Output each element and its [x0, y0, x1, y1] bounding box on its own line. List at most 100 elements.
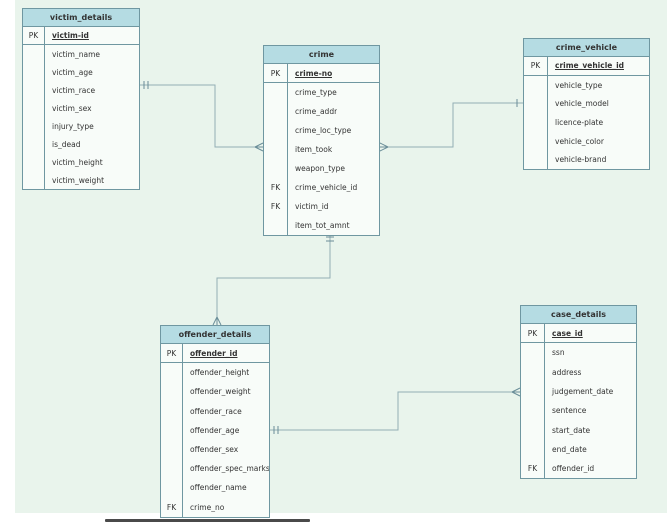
attribute-row: offender_name [161, 478, 269, 498]
attribute-row: offender_sex [161, 439, 269, 460]
attribute-row: offender_spec_marks [161, 459, 269, 479]
attribute-label: victim_height [52, 157, 103, 167]
key-cell [161, 420, 183, 440]
attribute-label: victim_name [52, 49, 100, 59]
horizontal-scrollbar-thumb[interactable] [105, 519, 310, 522]
attribute-row: item_took [264, 140, 379, 159]
key-cell [264, 216, 288, 235]
attribute-row: sentence [521, 401, 636, 421]
entity-title: case_details [521, 306, 636, 324]
attribute-label: crime_vehicle_id [295, 183, 358, 192]
key-cell [524, 150, 548, 170]
attribute-row: vehicle-brand [524, 150, 649, 170]
attribute-row: weapon_type [264, 159, 379, 178]
key-cell: PK [23, 27, 45, 44]
attribute-label: offender_spec_marks [190, 464, 269, 474]
attribute-row: start_date [521, 420, 636, 440]
attribute-label: vehicle_model [555, 99, 609, 109]
attribute-row: victim_height [23, 153, 139, 171]
attribute-row: address [521, 362, 636, 382]
attribute-label: victim-id [52, 31, 89, 40]
entity-title: victim_details [23, 9, 139, 27]
attribute-row: FK victim_id [264, 197, 379, 216]
key-cell [23, 81, 45, 99]
attribute-label: offender_age [190, 425, 240, 435]
attribute-row: offender_race [161, 401, 269, 421]
attribute-label: licence-plate [555, 117, 604, 127]
attribute-row: offender_age [161, 420, 269, 440]
key-cell: FK [521, 459, 545, 479]
attribute-row: crime_type [264, 83, 379, 102]
attribute-label: offender_id [190, 348, 238, 358]
key-cell: PK [161, 344, 183, 363]
key-cell [23, 63, 45, 81]
key-cell [161, 382, 183, 402]
key-cell [161, 478, 183, 498]
key-cell: PK [521, 324, 545, 343]
attribute-label: crime_addr [295, 107, 338, 116]
key-cell [521, 401, 545, 421]
attribute-label: ssn [552, 348, 565, 358]
attribute-label: crime_loc_type [295, 126, 352, 135]
key-cell [23, 171, 45, 189]
key-cell: FK [264, 178, 288, 197]
key-cell [264, 121, 288, 140]
attribute-label: sentence [552, 406, 587, 416]
attribute-label: offender_race [190, 406, 242, 416]
attribute-row: FK crime_no [161, 497, 269, 517]
attribute-label: crime_type [295, 88, 337, 97]
attribute-label: injury_type [52, 121, 94, 131]
key-cell [524, 94, 548, 114]
attribute-row: vehicle_model [524, 94, 649, 114]
attribute-label: offender_weight [190, 387, 251, 397]
key-cell [521, 381, 545, 402]
key-cell [524, 113, 548, 132]
key-cell [524, 75, 548, 95]
key-cell [264, 159, 288, 178]
attribute-label: victim_sex [52, 103, 92, 113]
key-cell [521, 343, 545, 363]
attribute-label: crime-no [295, 68, 333, 78]
key-cell [264, 102, 288, 121]
attribute-label: vehicle_color [555, 136, 604, 146]
key-cell [524, 131, 548, 151]
key-cell: FK [264, 197, 288, 216]
attribute-label: vehicle_type [555, 80, 603, 90]
attribute-row: item_tot_amnt [264, 216, 379, 235]
attribute-label: offender_id [552, 464, 595, 474]
attribute-row: injury_type [23, 117, 139, 135]
attribute-label: vehicle-brand [555, 155, 607, 165]
key-cell [521, 439, 545, 460]
pk-attribute-row: PK victim-id [23, 27, 139, 45]
attribute-label: offender_height [190, 368, 250, 378]
pk-attribute-row: PK offender_id [161, 344, 269, 364]
attribute-row: judgement_date [521, 381, 636, 402]
attribute-label: start_date [552, 425, 591, 435]
key-cell [264, 83, 288, 102]
attribute-label: victim_race [52, 85, 96, 95]
attribute-row: victim_race [23, 81, 139, 99]
key-cell: FK [161, 497, 183, 517]
entity-title: crime_vehicle [524, 39, 649, 57]
attribute-row: victim_weight [23, 171, 139, 189]
attribute-label: victim_age [52, 67, 93, 77]
attribute-row: offender_height [161, 363, 269, 383]
attribute-label: item_tot_amnt [295, 221, 350, 230]
attribute-row: ssn [521, 343, 636, 363]
attribute-label: is_dead [52, 139, 81, 149]
key-cell: PK [264, 64, 288, 82]
key-cell [23, 45, 45, 63]
key-cell: PK [524, 57, 548, 75]
key-cell [264, 140, 288, 159]
attribute-label: victim_id [295, 202, 329, 211]
attribute-label: crime_no [190, 502, 225, 512]
attribute-row: crime_loc_type [264, 121, 379, 140]
attribute-label: crime_vehicle_id [555, 61, 625, 71]
pk-attribute-row: PK crime_vehicle_id [524, 57, 649, 76]
attribute-row: licence-plate [524, 113, 649, 132]
